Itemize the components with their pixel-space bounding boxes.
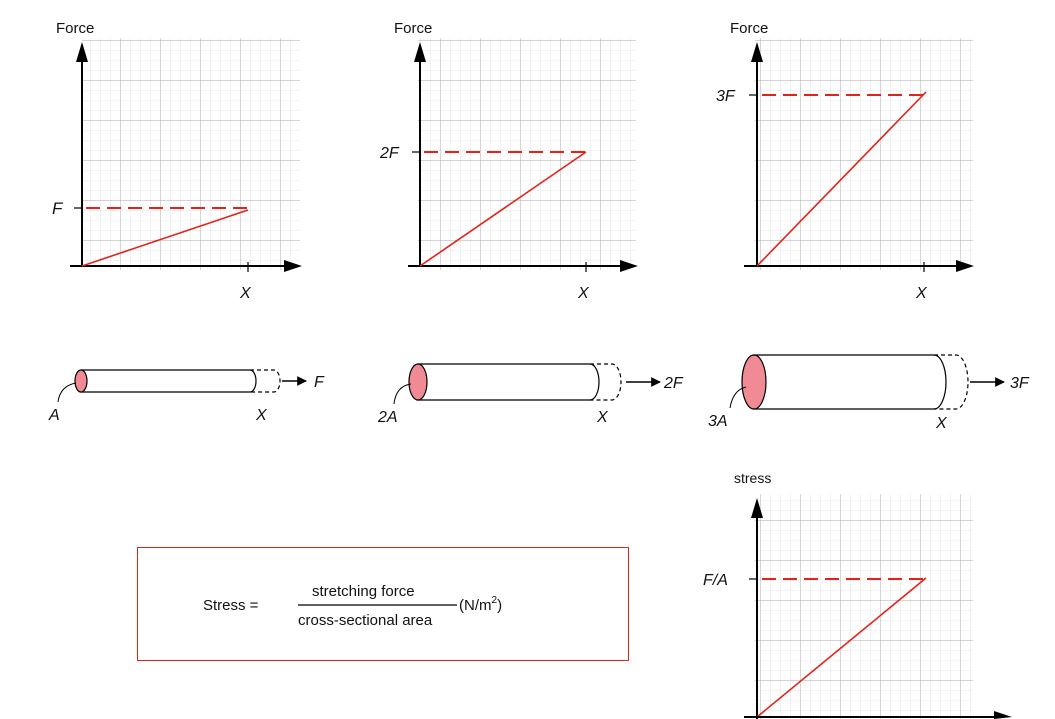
rod-3-cross-section <box>741 354 767 410</box>
force-graph-1: Force F X <box>52 20 302 302</box>
graph-3-y-axis-label: Force <box>730 20 768 37</box>
graph-3-y-arrowhead <box>751 42 763 62</box>
graph-1-force-line <box>81 209 249 267</box>
graph-3-x-arrowhead <box>956 260 974 272</box>
force-graph-3: Force 3F X <box>716 20 974 302</box>
graph-1-level-label: F <box>52 199 64 218</box>
stress-graph-y-axis-label: stress <box>734 470 771 486</box>
rod-1-force-label: F <box>314 374 325 391</box>
stress-graph-x-arrowhead <box>994 711 1012 719</box>
graph-1-grid-major <box>82 38 300 270</box>
rod-1-cross-section <box>74 369 88 393</box>
graph-3-x-axis-label: X <box>915 285 928 302</box>
graph-2-force-line <box>419 151 587 267</box>
rod-2-cross-section <box>408 363 428 401</box>
rod-3-force-label: 3F <box>1010 375 1030 392</box>
graph-2-x-axis-label: X <box>577 285 590 302</box>
rod-1: A X F <box>48 369 325 424</box>
graph-3-level-label: 3F <box>716 88 736 105</box>
graph-3-force-line <box>756 91 927 267</box>
stress-graph-line <box>756 577 927 718</box>
formula-unit: (N/m2) <box>459 595 502 614</box>
formula-lhs: Stress = <box>203 597 259 614</box>
graph-1-x-arrowhead <box>284 260 302 272</box>
stress-graph: stress F/A <box>703 470 1012 719</box>
formula-box <box>137 547 629 661</box>
rod-3: 3A X 3F <box>708 354 1030 432</box>
stress-graph-y-arrowhead <box>751 498 763 518</box>
graph-2-y-axis-label: Force <box>394 20 432 37</box>
graph-1-x-axis-label: X <box>239 285 252 302</box>
rod-3-area-leader <box>729 386 747 409</box>
graph-2-level-label: 2F <box>379 145 400 162</box>
rod-1-area-leader <box>57 382 77 403</box>
graph-2-x-arrowhead <box>620 260 638 272</box>
graph-1-y-arrowhead <box>76 42 88 62</box>
rod-2: 2A X 2F <box>377 363 684 426</box>
rod-3-extension-label: X <box>935 415 948 432</box>
rod-2-extension-label: X <box>596 409 609 426</box>
graph-2-grid-major <box>418 38 636 270</box>
formula-unit-close: ) <box>497 597 502 614</box>
rod-3-area-label: 3A <box>708 413 728 430</box>
rod-1-extension-label: X <box>255 407 268 424</box>
rod-1-extension <box>250 369 281 393</box>
rod-3-body <box>753 354 947 410</box>
formula-unit-open: (N/m <box>459 597 492 614</box>
stress-graph-level-label: F/A <box>703 572 728 589</box>
stress-graph-grid-major <box>755 494 973 719</box>
rod-2-body <box>417 363 600 401</box>
graph-1-y-axis-label: Force <box>56 20 94 37</box>
rod-1-area-label: A <box>48 407 60 424</box>
rod-1-body <box>80 369 257 393</box>
rod-2-force-label: 2F <box>663 375 684 392</box>
formula-denominator: cross-sectional area <box>298 612 433 629</box>
formula-numerator: stretching force <box>312 583 415 600</box>
formula-unit-exp: 2 <box>492 595 498 606</box>
stress-formula: Stress = stretching force cross-sectiona… <box>203 583 502 629</box>
force-graph-2: Force 2F X <box>379 20 638 302</box>
rod-2-area-label: 2A <box>377 409 398 426</box>
rod-2-extension <box>590 363 622 401</box>
graph-2-y-arrowhead <box>414 42 426 62</box>
rod-2-area-leader <box>393 383 412 405</box>
